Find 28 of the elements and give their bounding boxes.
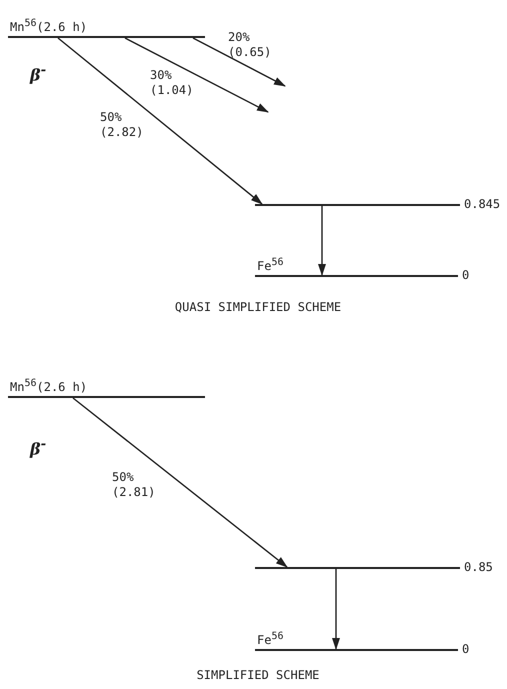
decay-symbol: β$^{-}$ — [30, 62, 46, 84]
level-label: Fe$^{56}$ — [257, 631, 284, 647]
energy-level-line — [8, 16, 205, 38]
transition-arrow — [318, 206, 326, 276]
transition-arrow — [332, 569, 340, 650]
beta-decay-arrow — [124, 37, 269, 113]
transition-arrow — [72, 397, 288, 568]
energy-value: 0 — [462, 268, 470, 282]
edge-label: 50% (2.81) — [112, 470, 156, 500]
level-label: Fe$^{56}$ — [257, 257, 284, 273]
level-label: Mn$^{56}$(2.6 h) — [10, 18, 88, 34]
edge-label: 50% (2.82) — [100, 110, 144, 140]
beta-decay-arrow — [192, 37, 286, 87]
edge-label: 20% (0.65) — [228, 30, 272, 60]
energy-level-line — [8, 376, 205, 398]
energy-level-line — [255, 629, 458, 651]
energy-level-line — [255, 567, 460, 569]
scheme-caption: QUASI SIMPLIFIED SCHEME — [174, 300, 342, 314]
energy-value: 0 — [462, 642, 470, 656]
energy-value: 0.85 — [464, 560, 493, 574]
energy-level-line — [255, 255, 458, 277]
energy-value: 0.845 — [464, 197, 500, 211]
decay-symbol: β$^{-}$ — [30, 436, 46, 458]
level-label: Mn$^{56}$(2.6 h) — [10, 378, 88, 394]
transition-arrow — [58, 37, 263, 205]
energy-level-line — [255, 204, 460, 206]
scheme-caption: SIMPLIFIED SCHEME — [196, 668, 320, 682]
edge-label: 30% (1.04) — [150, 68, 194, 98]
